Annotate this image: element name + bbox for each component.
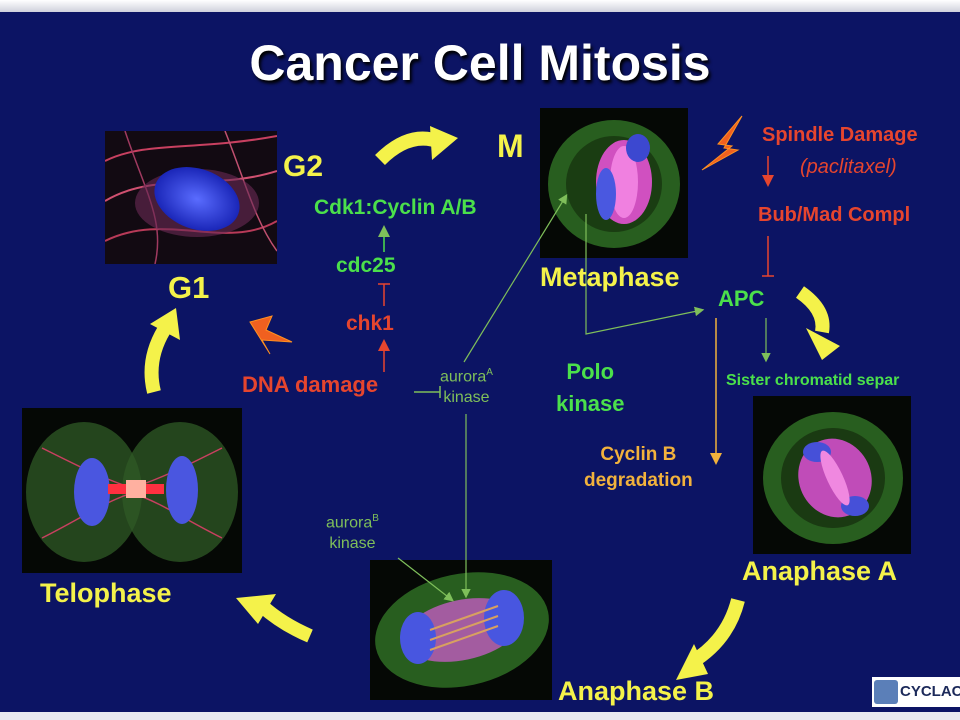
label-apc: APC [718,286,765,311]
label-aurora-a-kinase: auroraA kinase [440,367,493,407]
phase-label-anaphase-b: Anaphase B [558,676,715,706]
telophase-cell-image [22,408,242,573]
label-cdk1-cyclin: Cdk1:Cyclin A/B [314,196,477,219]
metaphase-cell-image [540,108,688,258]
label-aurora-b-kinase: auroraB kinase [326,513,379,553]
phase-label-g1: G1 [168,270,210,305]
phase-label-anaphase-a: Anaphase A [742,556,898,586]
label-spindle-damage: Spindle Damage [762,124,918,146]
top-border [0,0,960,12]
slide-title: Cancer Cell Mitosis [249,35,711,91]
label-bub-mad-complex: Bub/Mad Compl [758,204,911,226]
anaphase-a-cell-image [753,396,911,554]
label-chk1: chk1 [346,312,394,335]
label-paclitaxel: (paclitaxel) [800,156,897,178]
logo-text: CYCLAC [900,683,960,700]
label-cdc25: cdc25 [336,254,396,277]
phase-label-g2: G2 [283,150,324,183]
anaphase-b-cell-image [370,560,552,700]
cyclacel-logo: CYCLAC [872,677,960,707]
g1-cell-image [105,131,277,264]
phase-label-telophase: Telophase [40,578,172,608]
logo-mark-icon [874,680,898,704]
phase-label-metaphase: Metaphase [540,262,680,292]
label-dna-damage: DNA damage [242,372,379,397]
phase-label-m: M [497,128,524,164]
label-sister-chromatid: Sister chromatid separ [726,372,900,389]
